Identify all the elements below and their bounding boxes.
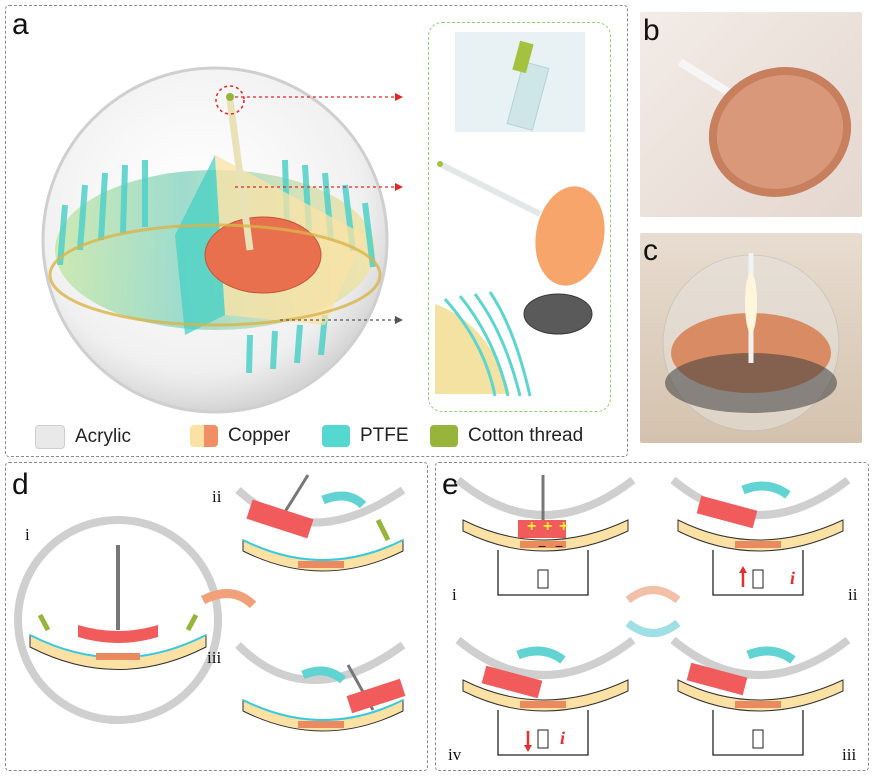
e-label-ii: ii: [848, 585, 858, 604]
e-label-iv: iv: [448, 745, 462, 764]
d-label-iii: iii: [207, 648, 222, 667]
e-step-i-diagram: [455, 475, 636, 596]
disk-closeup: [535, 186, 605, 286]
rim-edge: [48, 223, 382, 327]
e-charge-plus-2: +: [543, 518, 553, 535]
d-step-i-diagram: [14, 516, 222, 724]
photo-b: [640, 12, 862, 217]
legend-label: Copper: [228, 425, 291, 446]
panel-d-label: d: [12, 468, 29, 501]
d-step-ii-diagram: [235, 474, 406, 572]
sem-micrograph: [524, 294, 592, 334]
detail-inset-art: [435, 32, 605, 397]
legend-label: Acrylic: [75, 426, 131, 447]
e-charge-plus-3: +: [559, 518, 569, 535]
panel-b-label: b: [643, 14, 660, 47]
copper-disk: [204, 216, 322, 294]
transition-arrow: [200, 589, 257, 609]
d-label-i: i: [25, 525, 30, 544]
panel-d-art: [14, 474, 406, 732]
d-label-ii: ii: [212, 487, 222, 506]
legend-ptfe: PTFE: [322, 425, 409, 447]
panel-d: [5, 462, 428, 771]
current-label-iv: i: [560, 728, 566, 748]
cycle-arrow-top: [625, 586, 681, 604]
panel-c-label: c: [643, 234, 658, 267]
e-step-iii-diagram: [670, 636, 851, 756]
rod-tip-highlight: [215, 85, 245, 115]
sphere-illustration: [41, 66, 389, 414]
copper-swatch: [190, 425, 218, 447]
legend-acrylic: Acrylic: [35, 425, 131, 449]
e-label-iii: iii: [842, 745, 857, 764]
e-label-i: i: [452, 585, 457, 604]
cotton-swatch: [430, 425, 458, 447]
ptfe-swatch: [322, 425, 350, 447]
e-charge-minus-1: −: [538, 538, 547, 554]
detail-inset: [428, 22, 611, 412]
tube-closeup: [506, 61, 550, 131]
legend-copper: Copper: [190, 425, 290, 447]
photo-c: [640, 233, 862, 443]
panel-e-art: [455, 475, 851, 756]
callout-arrows: [235, 93, 403, 324]
panel-e-label: e: [442, 468, 459, 501]
cotton-closeup: [512, 40, 534, 74]
panel-e: [435, 462, 869, 771]
e-step-iv-diagram: [455, 636, 636, 756]
legend-label: PTFE: [360, 425, 409, 446]
current-label-ii: i: [790, 568, 796, 588]
e-charge-minus-2: −: [555, 538, 564, 554]
ptfe-cut-face: [175, 155, 225, 335]
e-charge-plus-1: +: [527, 518, 537, 535]
panel-a-label: a: [12, 8, 29, 41]
d-step-iii-diagram: [235, 641, 406, 732]
acrylic-swatch: [35, 425, 65, 449]
e-step-ii-diagram: [670, 476, 851, 596]
cotton-tip: [226, 93, 234, 101]
cycle-arrow-bottom: [625, 619, 681, 637]
legend-label: Cotton thread: [468, 425, 584, 446]
legend-cotton: Cotton thread: [430, 425, 583, 447]
panel-a: [5, 5, 628, 457]
